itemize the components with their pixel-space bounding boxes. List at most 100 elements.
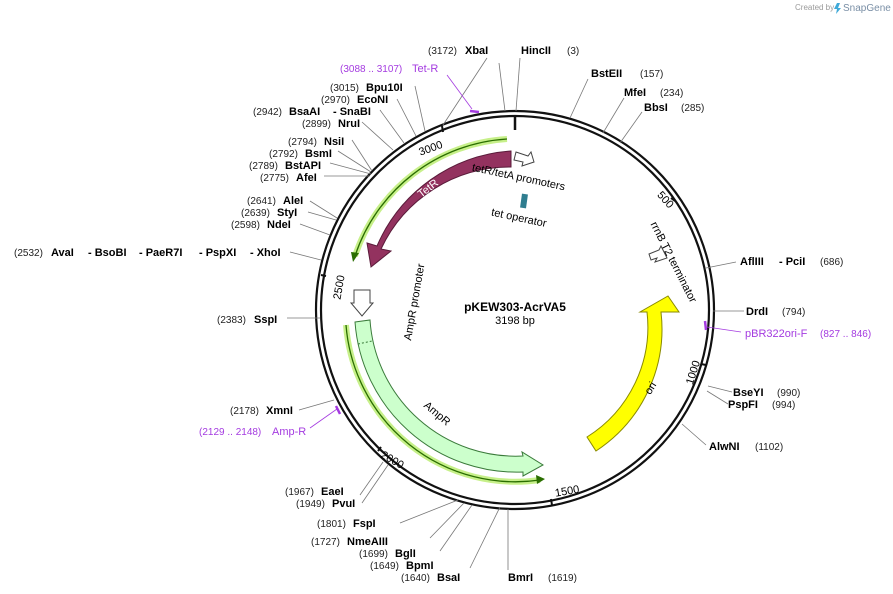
svg-text:(1640): (1640) — [401, 573, 430, 584]
site-mfei[interactable]: MfeI (234) — [624, 87, 683, 99]
site-bsaai-snabi[interactable]: (2942) BsaAI - SnaBI — [253, 106, 371, 118]
rrnB-terminator-arrow[interactable] — [648, 244, 668, 263]
svg-text:- SnaBI: - SnaBI — [333, 106, 371, 118]
site-afei[interactable]: (2775) AfeI — [260, 172, 317, 184]
svg-text:AfeI: AfeI — [296, 172, 317, 184]
tick-1500: 1500 — [550, 484, 580, 506]
site-drdi[interactable]: DrdI (794) — [746, 306, 805, 318]
svg-text:BsmI: BsmI — [305, 148, 332, 160]
site-fspi[interactable]: (1801) FspI — [317, 518, 376, 530]
svg-text:BglI: BglI — [395, 548, 416, 560]
svg-text:(990): (990) — [777, 388, 800, 399]
svg-text:BseYI: BseYI — [733, 387, 764, 399]
svg-text:BpmI: BpmI — [406, 560, 434, 572]
site-hincii[interactable]: HincII (3) — [521, 45, 579, 57]
svg-text:(157): (157) — [640, 69, 663, 80]
tick-2500: 2500 — [320, 274, 348, 300]
site-eaei[interactable]: (1967) EaeI — [285, 486, 344, 498]
svg-text:SspI: SspI — [254, 314, 277, 326]
site-bbsi[interactable]: BbsI (285) — [644, 102, 704, 114]
svg-text:(2794): (2794) — [288, 137, 317, 148]
plasmid-name: pKEW303-AcrVA5 — [464, 300, 566, 314]
svg-text:(2792): (2792) — [269, 149, 298, 160]
svg-text:(794): (794) — [782, 307, 805, 318]
svg-text:Bpu10I: Bpu10I — [366, 82, 403, 94]
site-alwni[interactable]: AlwNI (1102) — [709, 441, 783, 453]
svg-text:(1801): (1801) — [317, 519, 346, 530]
tet-promoters-arrow[interactable] — [513, 150, 535, 167]
site-bseyi[interactable]: BseYI (990) — [733, 387, 800, 399]
site-bpmi[interactable]: (1649) BpmI — [370, 560, 434, 572]
site-avai-group[interactable]: (2532) AvaI - BsoBI - PaeR7I - PspXI - X… — [14, 247, 281, 259]
primer-pBR322ori-mark — [703, 320, 708, 331]
site-alei[interactable]: (2641) AleI — [247, 195, 303, 207]
tetR-reading-frame-arrowhead — [351, 252, 359, 262]
ampR-promoter-arrow[interactable] — [349, 289, 375, 317]
svg-text:MfeI: MfeI — [624, 87, 646, 99]
svg-text:(2970): (2970) — [321, 95, 350, 106]
credit-prefix: Created by — [795, 3, 834, 12]
svg-text:NmeAIII: NmeAIII — [347, 536, 388, 548]
ori-feature-arrow[interactable] — [586, 295, 680, 452]
site-pvui[interactable]: (1949) PvuI — [296, 498, 355, 510]
svg-text:PspFI: PspFI — [728, 399, 758, 411]
svg-text:(1649): (1649) — [370, 561, 399, 572]
site-bsmi[interactable]: (2792) BsmI — [269, 148, 332, 160]
svg-text:NdeI: NdeI — [267, 219, 291, 231]
site-afliii-pcii[interactable]: AflIII - PciI (686) — [740, 256, 843, 268]
svg-text:BsaI: BsaI — [437, 572, 460, 584]
site-pspfi[interactable]: PspFI (994) — [728, 399, 795, 411]
tetR-feature-arrow[interactable] — [366, 150, 512, 268]
svg-text:(1967): (1967) — [285, 487, 314, 498]
svg-text:pBR322ori-F: pBR322ori-F — [745, 328, 808, 340]
tet-operator-box[interactable] — [520, 193, 528, 209]
svg-text:2500: 2500 — [332, 274, 348, 300]
site-leader-lines — [287, 57, 744, 570]
site-bmri[interactable]: BmrI (1619) — [508, 572, 577, 584]
svg-text:(994): (994) — [772, 400, 795, 411]
svg-text:(3015): (3015) — [330, 83, 359, 94]
svg-text:(2129 .. 2148): (2129 .. 2148) — [199, 427, 261, 438]
site-xbai[interactable]: (3172) XbaI — [428, 45, 488, 57]
site-sspi[interactable]: (2383) SspI — [217, 314, 277, 326]
tick-1000: 1000 — [684, 359, 707, 386]
svg-text:AflIII: AflIII — [740, 256, 764, 268]
ampR-reading-frame-line — [345, 324, 541, 483]
primer-leader-lines — [309, 74, 742, 429]
site-styi[interactable]: (2639) StyI — [241, 207, 297, 219]
svg-text:(2598): (2598) — [231, 220, 260, 231]
site-xmni[interactable]: (2178) XmnI — [230, 405, 293, 417]
site-econi[interactable]: (2970) EcoNI — [321, 94, 388, 106]
site-trui[interactable]: (2899) NruI — [302, 118, 360, 130]
site-bpu10i[interactable]: (3015) Bpu10I — [330, 82, 403, 94]
svg-text:(3): (3) — [567, 46, 579, 57]
site-nsii[interactable]: (2794) NsiI — [288, 136, 344, 148]
site-bstapi[interactable]: (2789) BstAPI — [249, 160, 321, 172]
primer-ampR-mark — [334, 405, 342, 415]
svg-text:BmrI: BmrI — [508, 572, 533, 584]
svg-text:Tet-R: Tet-R — [412, 63, 438, 75]
svg-text:XbaI: XbaI — [465, 45, 488, 57]
svg-text:BstAPI: BstAPI — [285, 160, 321, 172]
site-nmeaiii[interactable]: (1727) NmeAIII — [311, 536, 388, 548]
svg-text:NsiI: NsiI — [324, 136, 344, 148]
site-ndei[interactable]: (2598) NdeI — [231, 219, 291, 231]
svg-text:(234): (234) — [660, 88, 683, 99]
svg-text:(2942): (2942) — [253, 107, 282, 118]
svg-text:AleI: AleI — [283, 195, 303, 207]
svg-text:(2178): (2178) — [230, 406, 259, 417]
site-bsteii[interactable]: BstEII (157) — [591, 68, 663, 80]
svg-text:XmnI: XmnI — [266, 405, 293, 417]
svg-text:AlwNI: AlwNI — [709, 441, 740, 453]
svg-text:(1949): (1949) — [296, 499, 325, 510]
primer-amp-r[interactable]: (2129 .. 2148) Amp-R — [199, 426, 306, 438]
tet-promoters-label: tetR/tetA promoters — [471, 162, 567, 194]
site-bsai[interactable]: (1640) BsaI — [401, 572, 460, 584]
primer-pbr322ori-f[interactable]: pBR322ori-F (827 .. 846) — [745, 328, 871, 340]
ampR-reading-frame-arrowhead — [536, 475, 545, 484]
primer-tet-r[interactable]: (3088 .. 3107) Tet-R — [340, 63, 438, 75]
svg-text:StyI: StyI — [277, 207, 297, 219]
site-bgli[interactable]: (1699) BglI — [359, 548, 416, 560]
ampR-feature-arrow[interactable] — [354, 319, 544, 477]
